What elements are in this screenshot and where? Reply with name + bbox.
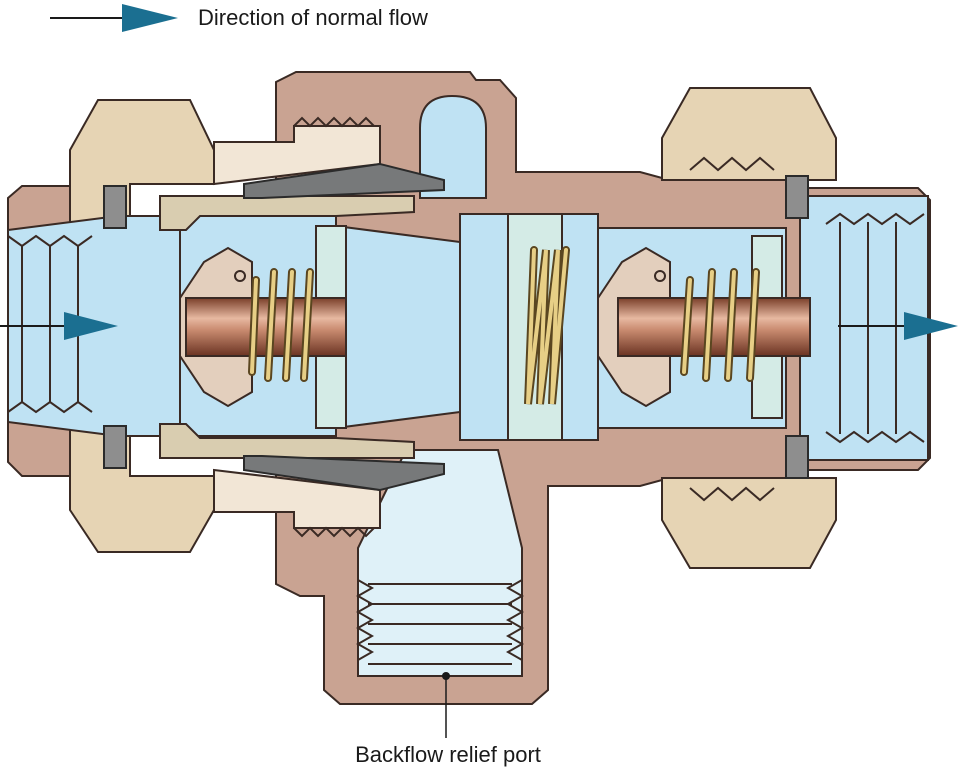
relief-port-opening (357, 449, 523, 677)
flow-direction-legend: Direction of normal flow (50, 4, 428, 32)
middle-spring (507, 213, 570, 441)
inlet-flow-arrow (0, 312, 118, 340)
relief-port-label: Backflow relief port (355, 742, 541, 767)
outlet-threads (689, 156, 925, 502)
inlet-arrow-icon (64, 312, 118, 340)
inlet-spring (248, 268, 314, 382)
outlet-coupling-nut (661, 87, 837, 569)
relief-port-threads (355, 579, 525, 665)
outlet-flow-arrow (838, 312, 958, 340)
inlet-sleeve (159, 116, 415, 538)
outlet-spring (680, 268, 760, 382)
outlet-arrow-icon (904, 312, 958, 340)
relief-port-callout: Backflow relief port (355, 672, 541, 767)
gaskets (103, 175, 809, 479)
outlet-poppet (597, 235, 811, 419)
flow-direction-label: Direction of normal flow (198, 5, 428, 30)
inlet-poppet (179, 225, 347, 429)
legend-arrow-icon (122, 4, 178, 32)
retaining-clips (243, 162, 445, 492)
